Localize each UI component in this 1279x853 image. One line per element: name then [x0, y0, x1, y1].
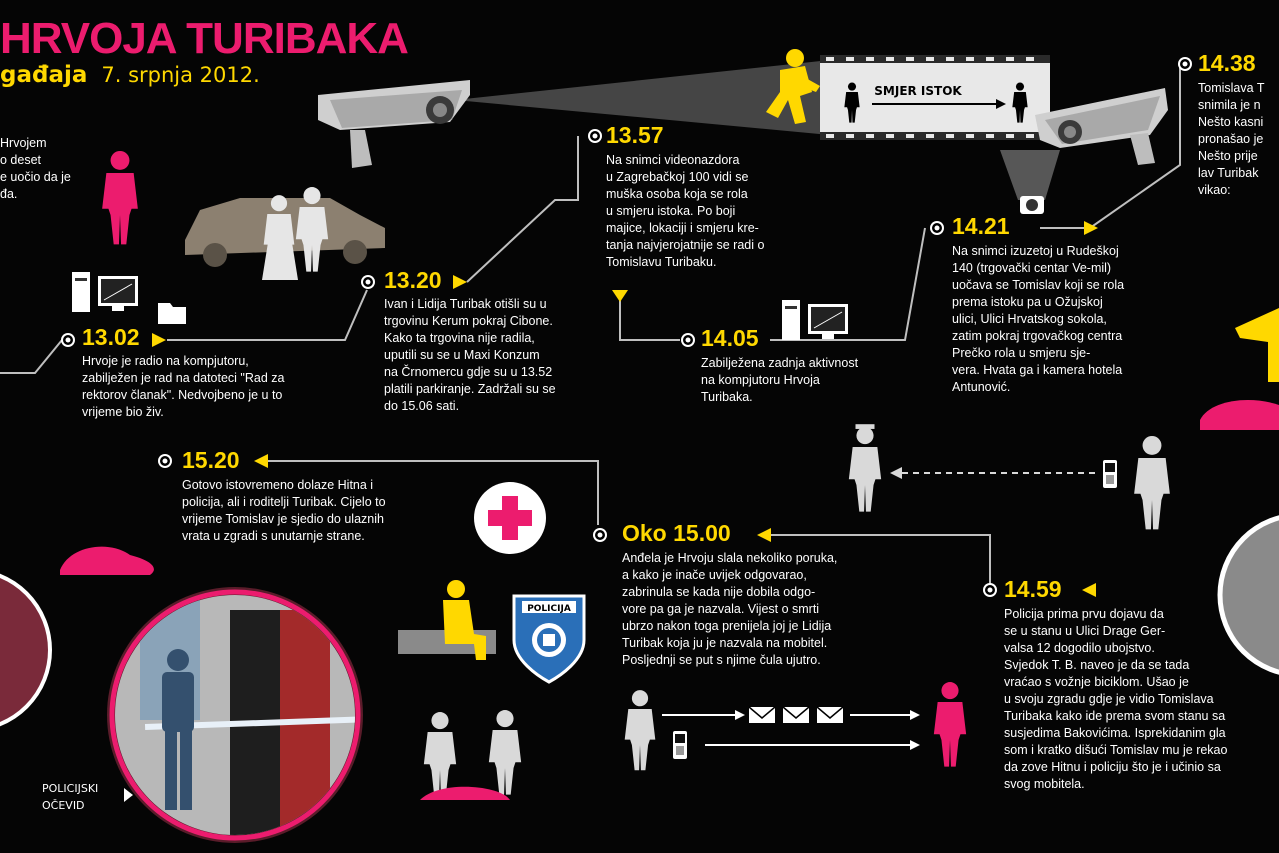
- sms-envelope-icons: [748, 706, 844, 724]
- event-time-1500: Oko 15.00: [622, 520, 731, 546]
- event-text-1320: Ivan i Lidija Turibak otišli su u trgovi…: [384, 297, 556, 413]
- police-badge-icon: POLICIJA: [512, 594, 586, 684]
- event-date: 7. srpnja 2012.: [101, 63, 260, 87]
- event-text-1520: Gotovo istovremeno dolaze Hitna i polici…: [182, 478, 386, 543]
- investigators-figures: [423, 710, 522, 797]
- event-time-1405: 14.05: [701, 325, 759, 351]
- rollerblader-yellow-figure: [766, 49, 820, 124]
- svg-text:POLICIJA: POLICIJA: [527, 604, 571, 614]
- victim-body-pink: [420, 786, 510, 800]
- hrvoje-pink-figure: [933, 682, 967, 767]
- timeline-connectors: [0, 64, 1181, 590]
- event-time-1520: 15.20: [182, 447, 240, 473]
- blood-pool-right: [1200, 400, 1279, 430]
- event-time-1357: 13.57: [606, 122, 664, 148]
- mobile-phone-icon: [1103, 460, 1117, 488]
- computer-icon-2: [781, 299, 849, 341]
- victim-pink-figure: [102, 150, 138, 245]
- event-text-1405: Zabilježena zadnja aktivnost na kompjuto…: [701, 356, 859, 404]
- page-subtitle: gađaja 7. srpnja 2012.: [0, 62, 260, 88]
- page-title: HRVOJA TURIBAKA: [0, 14, 409, 63]
- event-text-1302: Hrvoje je radio na kompjutoru, zabilježe…: [82, 354, 285, 419]
- event-time-1421: 14.21: [952, 213, 1010, 239]
- crime-scene-photo: [107, 587, 363, 843]
- folder-icon: [158, 303, 186, 324]
- event-text-1500: Anđela je Hrvoju slala nekoliko poruka, …: [622, 551, 838, 667]
- film-label: SMJER ISTOK: [874, 84, 962, 98]
- caption-arrow-icon: [124, 788, 133, 802]
- rollerblader-yellow-figure-2: [1235, 308, 1279, 382]
- event-text-1459: Policija prima prvu dojavu da se u stanu…: [1004, 607, 1228, 791]
- policeman-figure: [848, 424, 882, 512]
- timeline-arrows: [152, 221, 1098, 597]
- event-text-1421: Na snimci izuzetoj u Rudeškoj 140 (trgov…: [952, 244, 1125, 394]
- computer-icon: [71, 271, 139, 313]
- event-text-first: Hrvojem o deset e uočio da je đa.: [0, 136, 71, 201]
- ambulance-cross-icon: [474, 482, 546, 554]
- mobile-phone-icon-2: [673, 731, 687, 759]
- photo-circle-right: [1217, 515, 1279, 675]
- message-arrows: [662, 710, 920, 750]
- camera-view-beam: [455, 60, 830, 135]
- event-time-1438: 14.38: [1198, 50, 1256, 76]
- event-time-1459: 14.59: [1004, 576, 1062, 602]
- photo-caption: POLICIJSKI OČEVID: [42, 782, 99, 812]
- witness-figure: [1134, 435, 1170, 530]
- parents-figures: [262, 187, 329, 280]
- cctv-camera-left-icon: [318, 80, 470, 168]
- blood-pool-left: [60, 546, 154, 575]
- film-strip: [820, 55, 1050, 140]
- event-time-1320: 13.20: [384, 267, 442, 293]
- photo-circle-left: [0, 573, 52, 727]
- subtitle-text: gađaja: [0, 62, 88, 88]
- seated-tomislav-figure: [398, 580, 496, 660]
- cctv-camera-right-icon: [1000, 88, 1168, 214]
- event-time-1302: 13.02: [82, 324, 140, 350]
- angela-figure: [624, 690, 656, 771]
- event-text-1438: Tomislava T snimila je n Nešto kasni pro…: [1198, 81, 1265, 197]
- event-text-1357: Na snimci videonazdora u Zagrebačkoj 100…: [606, 153, 765, 269]
